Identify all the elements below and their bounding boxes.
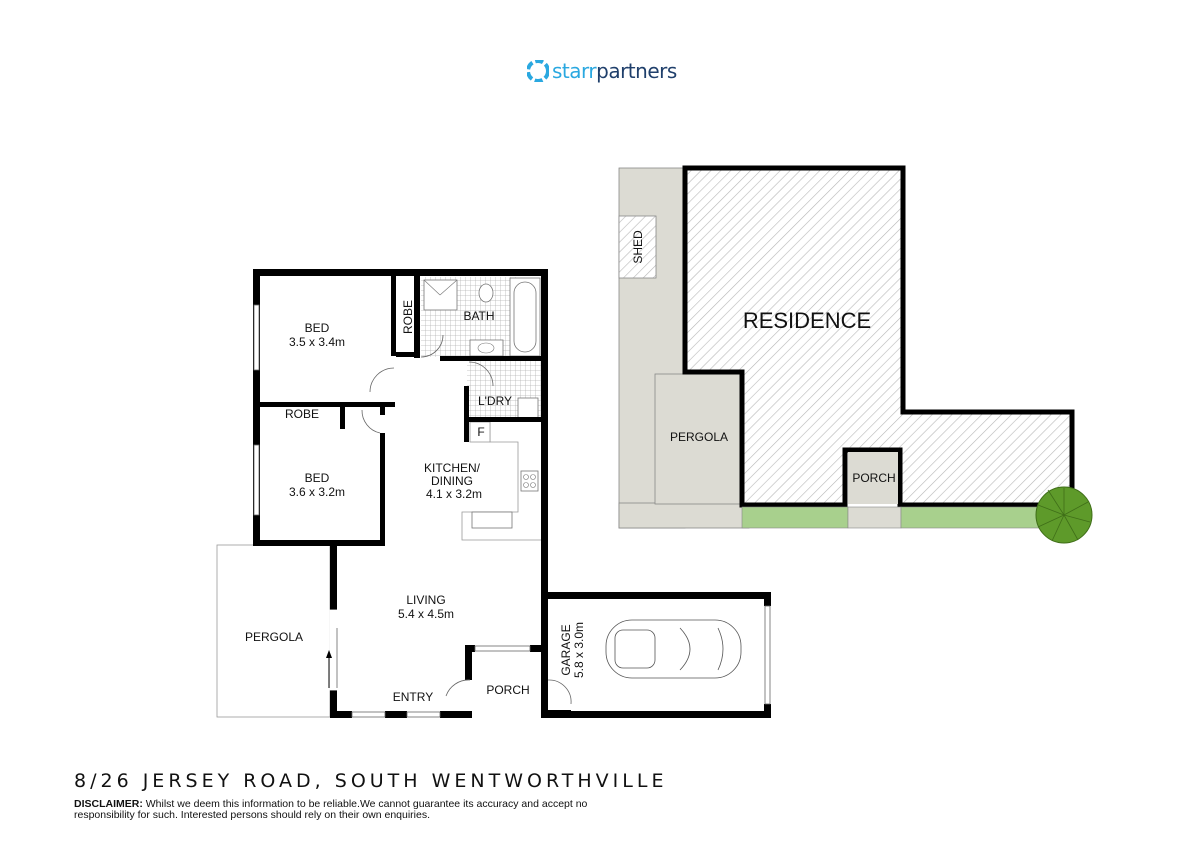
windows [253, 304, 771, 718]
doors [361, 334, 572, 705]
shed-label: SHED [631, 230, 645, 264]
shed [618, 215, 657, 279]
site-pergola [654, 373, 744, 505]
disclaimer: DISCLAIMER: Whilst we deem this informat… [74, 799, 594, 821]
site-pergola-label: PERGOLA [670, 430, 728, 444]
lawn-right [900, 506, 1042, 529]
laundry-tub-icon [517, 397, 539, 419]
bed2-label: BED [305, 471, 330, 485]
bed1-size: 3.5 x 3.4m [289, 335, 345, 349]
living-label: LIVING [406, 593, 445, 607]
porch-path [847, 506, 902, 529]
sink-icon [471, 511, 513, 529]
bed2-size: 3.6 x 3.2m [289, 485, 345, 499]
garage-label: GARAGE [559, 624, 573, 675]
unit-floor-plan: PERGOLA [216, 269, 771, 718]
tree-icon [1035, 486, 1093, 544]
disclaimer-text: Whilst we deem this information to be re… [74, 798, 588, 821]
pergola-area [216, 544, 331, 718]
garage-size: 5.8 x 3.0m [572, 622, 586, 678]
bed1-label: BED [305, 321, 330, 335]
fridge-label: F [477, 425, 484, 439]
toilet-icon [478, 283, 494, 303]
robe2-label: ROBE [285, 407, 319, 421]
cooktop-icon [520, 470, 539, 492]
site-porch [848, 452, 898, 504]
star-logo-icon [527, 60, 549, 82]
disclaimer-label: DISCLAIMER: [74, 798, 143, 810]
residence-label: RESIDENCE [743, 308, 871, 333]
laundry-label: L'DRY [478, 394, 512, 408]
bath-label: BATH [463, 309, 494, 323]
brand-name-starr: starr [552, 59, 597, 83]
residence [682, 165, 1075, 508]
slide-arrow-icon [326, 650, 332, 658]
pergola-label: PERGOLA [245, 630, 303, 644]
site-plan: SHED PERGOLA RESIDENCE PORCH [618, 165, 1093, 544]
site-porch-label: PORCH [852, 471, 895, 485]
porch-label: PORCH [486, 683, 529, 697]
walls [253, 269, 771, 718]
basin-icon [469, 339, 504, 357]
living-size: 5.4 x 4.5m [398, 607, 454, 621]
property-address: 8/26 JERSEY ROAD, SOUTH WENTWORTHVILLE [74, 770, 668, 792]
dining-label: DINING [431, 474, 473, 488]
lawn-left [741, 506, 849, 529]
kitchen-size: 4.1 x 3.2m [426, 487, 482, 501]
entry-label: ENTRY [393, 690, 433, 704]
robe1-label: ROBE [401, 300, 415, 334]
brand-name-partners: partners [596, 59, 677, 83]
kitchen-label: KITCHEN/ [424, 461, 481, 475]
car-icon [605, 619, 742, 679]
